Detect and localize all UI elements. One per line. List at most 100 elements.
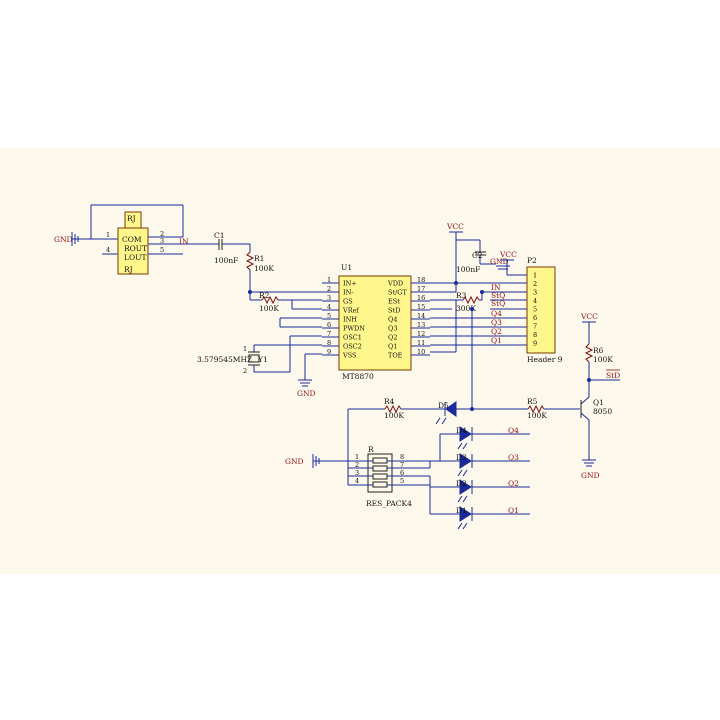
u1-pin-number: 6 [327,321,331,329]
u1-pin-name: Q3 [388,325,397,333]
led-net-label: Q1 [508,506,519,515]
pack-pin-right: 6 [400,469,404,477]
gnd-label-q1: GND [581,471,600,480]
r2-value: 100K [259,304,279,313]
vcc-label-header: VCC [499,250,517,259]
rj-pin3: 3 [160,237,164,245]
led-ray [457,495,463,503]
u1-pin-name: IN- [343,289,353,297]
p2-pin-number: 7 [533,323,537,331]
led-body [459,453,472,469]
u1-pin-number: 16 [417,294,425,302]
rj-name: RJ [124,265,133,274]
p2-pin-number: 3 [533,289,537,297]
resistor-r1: R1 100K [245,244,274,292]
rj-pin2: 2 [160,230,164,238]
y1-pin2: 2 [243,367,247,375]
led-ref: D3 [456,453,467,462]
led-body [459,479,472,495]
u1-pin-name: Q1 [388,343,397,351]
q1-ref: Q1 [593,398,604,407]
u1-pin-name: IN+ [343,280,357,288]
resistor-r5: R5 100K [472,397,580,420]
rj-pin4: 4 [106,246,110,254]
gnd-symbol-c2: GND [490,257,510,270]
pack-pin-right: 8 [400,453,404,461]
capacitor-c2: C2 100nF [456,239,496,274]
led-ray [457,469,463,477]
r5-ref: R5 [527,397,538,406]
gnd-symbol-u1: GND [297,353,322,398]
u1-pin-number: 11 [417,339,425,347]
rj-connector: RJ COM ROUT LOUT RJ 1 2 3 4 5 [90,204,195,275]
u1-pin-number: 10 [417,348,425,356]
p2-pin-number: 9 [533,340,537,348]
vcc-label-u1: VCC [446,222,464,231]
led-d5: D5 [435,401,472,425]
r1-ref: R1 [254,254,264,263]
r3-ref: R3 [456,291,467,300]
net-label-in-rj: IN [179,237,189,246]
led: D4 Q4 [456,426,530,450]
u1-pin-number: 15 [417,303,425,311]
u1-pin-name: VRef [342,307,359,315]
rj-pin-rout: ROUT [124,244,147,253]
p2-pin-number: 1 [533,272,537,280]
resistor-r4: R4 100K [348,397,445,420]
pack-pin-left: 3 [355,469,359,477]
vcc-symbol-header: VCC [499,250,527,276]
pack-name: RES_PACK4 [366,499,412,508]
u1-pin-number: 18 [417,276,425,284]
u1-pin-number: 14 [417,312,425,320]
led-net-label: Q4 [508,426,519,435]
u1-body [338,275,412,371]
p2-pin-number: 4 [533,297,537,305]
u1-name: MT8870 [342,372,374,381]
led-ref: D2 [456,479,467,488]
led-ray [462,442,468,450]
q1-value: 8050 [593,407,612,416]
vcc-label-r6: VCC [580,312,598,321]
header-net-label: Q1 [491,336,502,345]
u1-pin-name: ESt [388,298,400,306]
header-net-label: Q4 [491,309,502,318]
r1-value: 100K [254,264,274,273]
u1-pin-number: 9 [327,348,331,356]
u1-pin-name: St/GT [388,289,407,297]
led-ray [457,522,463,530]
r3-value: 300K [456,304,476,313]
u1-pin-number: 4 [327,303,331,311]
rj-pin5: 5 [160,246,164,254]
header-net-label: Q3 [491,318,502,327]
p2-pin-number: 5 [533,306,537,314]
u1-pin-name: VDD [387,280,403,288]
d5-ref: D5 [438,401,449,410]
pack-ref: R [368,445,374,454]
led-ref: D4 [456,426,467,435]
u1-right-pins: 18VDD17St/GT16ESt15StD14Q413Q312Q211Q110… [387,276,430,360]
u1-ref: U1 [341,263,352,272]
header-net-label: StQ [491,291,505,300]
gnd-symbol-rj: GND [54,232,90,246]
u1-pin-name: OSC1 [343,334,362,342]
gnd-label-rj: GND [54,235,73,244]
r6-ref: R6 [593,346,604,355]
u1-pin-name: VSS [342,352,357,360]
gnd-symbol-pack: GND [285,454,362,468]
p2-pin-number: 8 [533,331,537,339]
gnd-label-u1: GND [297,389,316,398]
r4-ref: R4 [384,397,395,406]
header-net-label: StQ [491,299,505,308]
u1-pin-name: GS [343,298,353,306]
rj-pin-com: COM [122,235,142,244]
